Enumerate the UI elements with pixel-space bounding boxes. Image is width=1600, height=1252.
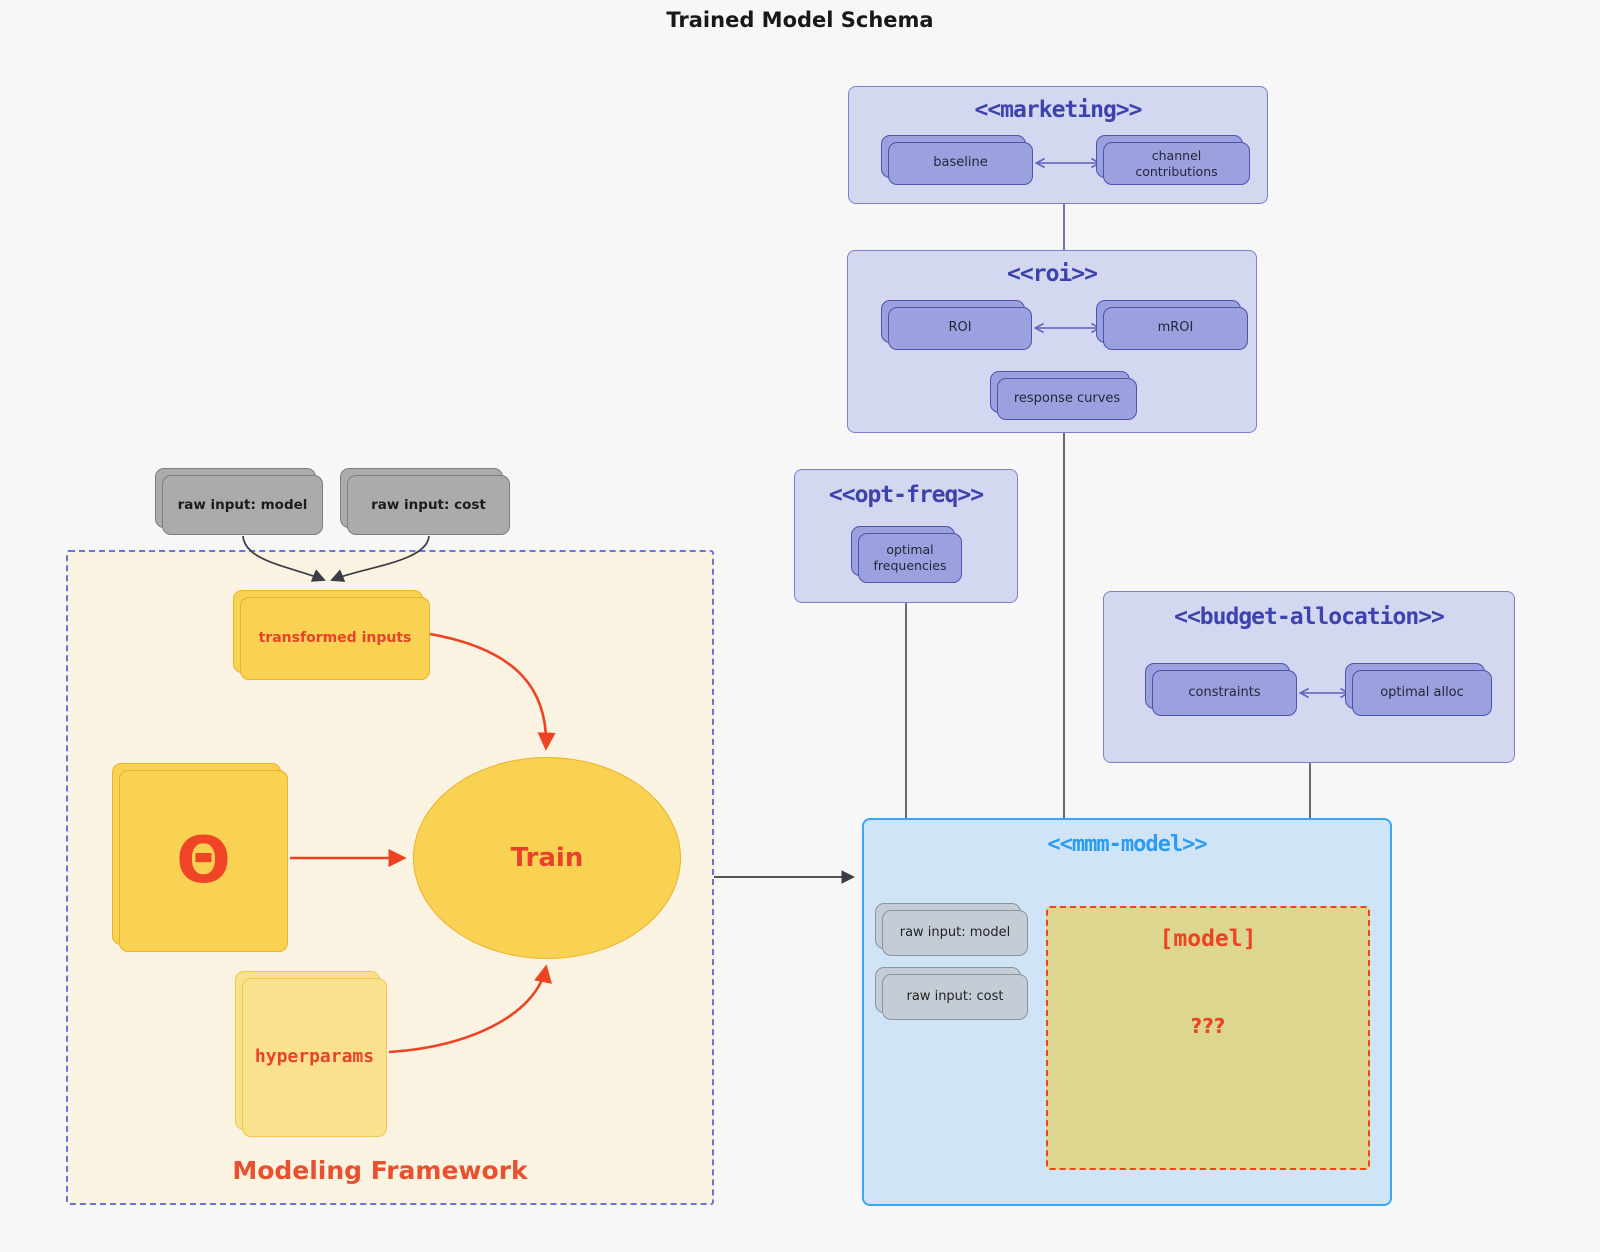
modeling-framework-label: Modeling Framework <box>232 1156 528 1185</box>
node-theta-label: Θ <box>119 770 288 952</box>
node-baseline-label: baseline <box>888 142 1033 185</box>
node-transformed-inputs: transformed inputs <box>240 597 430 680</box>
group-roi-title: <<roi>> <box>1007 261 1098 287</box>
node-channel-contributions: channel contributions <box>1103 142 1250 185</box>
node-constraints-label: constraints <box>1152 670 1297 716</box>
node-constraints: constraints <box>1152 670 1297 716</box>
node-baseline: baseline <box>888 142 1033 185</box>
node-mmm-raw-input-model: raw input: model <box>882 910 1028 956</box>
node-raw-input-cost: raw input: cost <box>347 475 510 535</box>
node-roi: ROI <box>888 307 1032 350</box>
node-train-label: Train <box>510 843 584 873</box>
node-optimal-frequencies-label: optimal frequencies <box>858 533 962 583</box>
group-opt-freq-title: <<opt-freq>> <box>828 482 984 508</box>
node-response-curves: response curves <box>997 378 1137 420</box>
node-theta: Θ <box>119 770 288 952</box>
node-model-placeholder: [model] ??? <box>1046 906 1370 1170</box>
node-roi-label: ROI <box>888 307 1032 350</box>
page-title: Trained Model Schema <box>666 8 934 32</box>
node-mmm-raw-input-cost-label: raw input: cost <box>882 974 1028 1020</box>
node-model-placeholder-title: [model] <box>1159 926 1257 952</box>
group-budget-allocation-title: <<budget-allocation>> <box>1174 604 1445 630</box>
node-raw-input-model: raw input: model <box>162 475 323 535</box>
node-response-curves-label: response curves <box>997 378 1137 420</box>
node-raw-input-model-label: raw input: model <box>162 475 323 535</box>
group-mmm-model-title: <<mmm-model>> <box>1047 832 1207 857</box>
node-model-placeholder-question: ??? <box>1190 1014 1226 1038</box>
node-optimal-frequencies: optimal frequencies <box>858 533 962 583</box>
node-mmm-raw-input-cost: raw input: cost <box>882 974 1028 1020</box>
node-optimal-alloc-label: optimal alloc <box>1352 670 1492 716</box>
node-raw-input-cost-label: raw input: cost <box>347 475 510 535</box>
node-optimal-alloc: optimal alloc <box>1352 670 1492 716</box>
node-hyperparams: hyperparams <box>242 978 387 1137</box>
group-marketing-title: <<marketing>> <box>974 97 1142 123</box>
node-train: Train <box>413 757 681 959</box>
node-hyperparams-label: hyperparams <box>242 978 387 1137</box>
node-transformed-inputs-label: transformed inputs <box>240 597 430 680</box>
node-mroi: mROI <box>1103 307 1248 350</box>
node-channel-contributions-label: channel contributions <box>1103 142 1250 185</box>
node-mroi-label: mROI <box>1103 307 1248 350</box>
node-mmm-raw-input-model-label: raw input: model <box>882 910 1028 956</box>
